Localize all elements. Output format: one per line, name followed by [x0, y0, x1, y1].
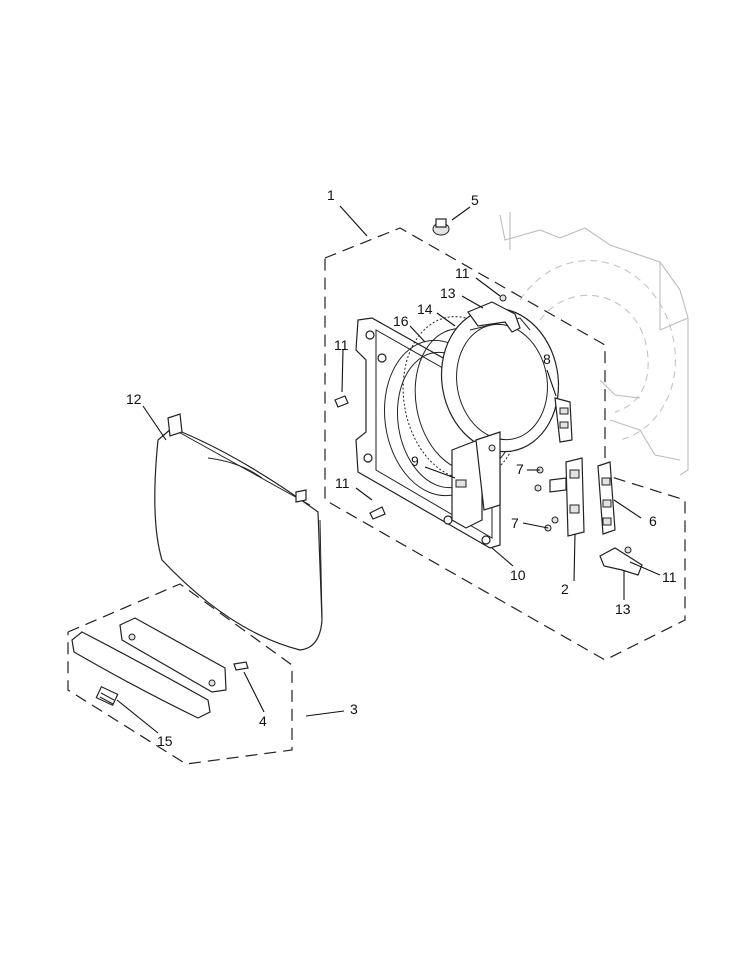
callout-7-top: 7: [516, 461, 524, 477]
callout-6: 6: [649, 513, 657, 529]
callout-3: 3: [350, 701, 358, 717]
screws-11: [334, 395, 386, 520]
callout-13-bot: 13: [615, 601, 631, 617]
leader-lines: [116, 205, 661, 734]
hinge-block: [554, 397, 573, 443]
top-bracket: [467, 301, 521, 333]
callout-4: 4: [259, 713, 267, 729]
assembly-1-outline: [324, 227, 686, 661]
callout-7-bot: 7: [511, 515, 519, 531]
bellows: [440, 307, 560, 453]
callout-1: 1: [327, 187, 335, 203]
callout-14: 14: [417, 301, 433, 317]
callout-9: 9: [411, 453, 419, 469]
callout-11-right: 11: [662, 569, 677, 585]
handle: [71, 631, 211, 719]
callout-2: 2: [561, 581, 569, 597]
door-hinge: [549, 457, 585, 537]
screws-7: [534, 466, 559, 532]
button-15: [95, 685, 119, 707]
callout-12: 12: [126, 391, 142, 407]
callout-16: 16: [393, 313, 409, 329]
callout-10: 10: [510, 567, 526, 583]
hinge-plate: [451, 431, 501, 529]
callout-13-top: 13: [440, 285, 456, 301]
callout-labels: 1 5 11 13 14 16 11 8 12 9 7 11 7 6 10 2 …: [126, 187, 677, 749]
callout-5: 5: [471, 192, 479, 208]
ghost-cabinet: [499, 212, 689, 476]
handle-base: [119, 617, 227, 693]
callout-11-top: 11: [455, 265, 470, 281]
strike-bracket: [597, 461, 616, 535]
callout-11-mid: 11: [335, 475, 350, 491]
outer-door: [154, 413, 323, 651]
assembly-3-outline: [67, 583, 293, 765]
callout-8: 8: [543, 351, 551, 367]
bottom-bracket: [599, 546, 643, 576]
callout-15: 15: [157, 733, 173, 749]
plug-5: [432, 218, 450, 236]
callout-11-left: 11: [334, 337, 349, 353]
pin-4: [233, 661, 249, 671]
